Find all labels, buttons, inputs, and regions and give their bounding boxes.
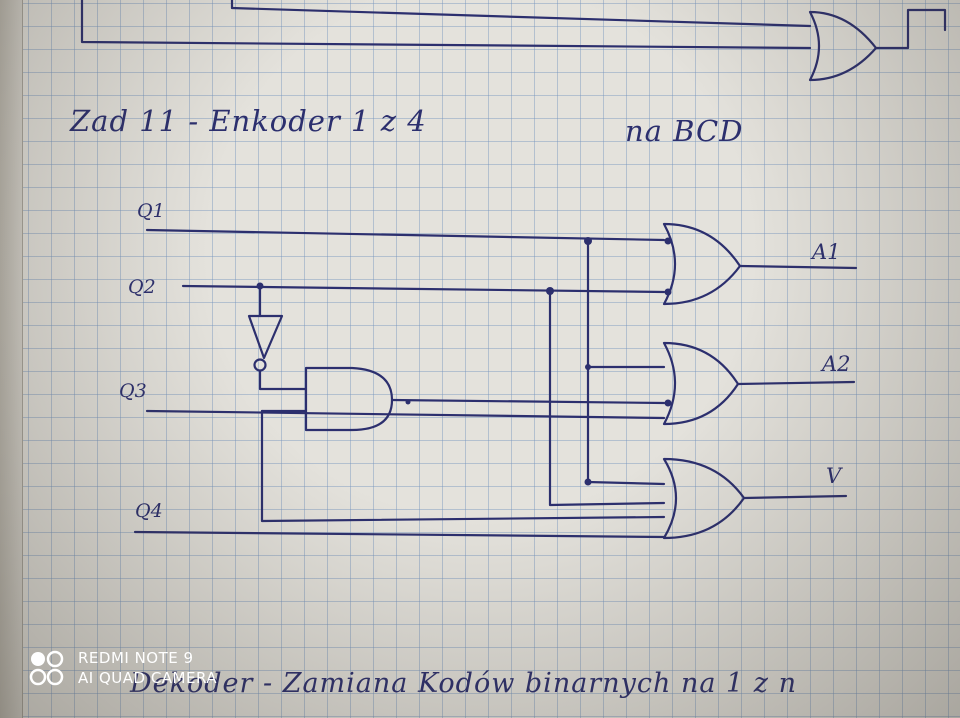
prev-wire-bottom: [80, 0, 812, 50]
prev-output-wire: [874, 8, 947, 50]
wire-and-to-or2: [390, 398, 666, 405]
wire-out-v: [742, 494, 848, 500]
bus-q1: [586, 239, 666, 486]
watermark-model: REDMI NOTE 9: [78, 649, 194, 667]
exercise-heading-suffix: na BCD: [625, 114, 744, 148]
previous-exercise-fragment: [80, 0, 947, 82]
prev-or-gate: [808, 10, 878, 82]
exercise-heading: Zad 11 - Enkoder 1 z 4: [70, 104, 427, 138]
or-gate-a1: [662, 222, 742, 306]
output-label-v: V: [826, 464, 842, 488]
wire-out-a2: [736, 380, 856, 386]
camera-lens-icon: [28, 648, 68, 688]
wire-q4: [133, 530, 666, 539]
input-label-q2: Q2: [128, 276, 156, 298]
notebook-spine: [0, 0, 23, 718]
input-label-q1: Q1: [137, 200, 165, 222]
junction-dots: [256, 237, 672, 486]
not-gate-bubble: [253, 358, 267, 372]
wire-out-a1: [738, 264, 858, 270]
wire-q2: [181, 284, 666, 294]
wire-not-to-and: [258, 369, 308, 391]
bus-q2: [548, 289, 666, 507]
or-gate-v: [662, 457, 746, 540]
wire-q1: [145, 228, 666, 242]
next-exercise-text: Dekoder - Zamiana Kodów binarnych na 1 z…: [130, 668, 797, 699]
not-gate-triangle: [247, 314, 284, 360]
output-label-a2: A2: [822, 352, 851, 376]
input-label-q3: Q3: [119, 380, 147, 402]
watermark-camera: AI QUAD CAMERA: [78, 669, 218, 687]
input-label-q4: Q4: [135, 500, 163, 522]
camera-watermark: REDMI NOTE 9 AI QUAD CAMERA: [28, 648, 217, 688]
prev-wire-top: [230, 6, 812, 28]
and-gate: [304, 366, 394, 432]
wire-q3: [145, 409, 666, 420]
or-gate-a2: [662, 341, 740, 426]
output-label-a1: A1: [812, 240, 841, 264]
wire-q3-branch-to-or3: [260, 409, 666, 523]
